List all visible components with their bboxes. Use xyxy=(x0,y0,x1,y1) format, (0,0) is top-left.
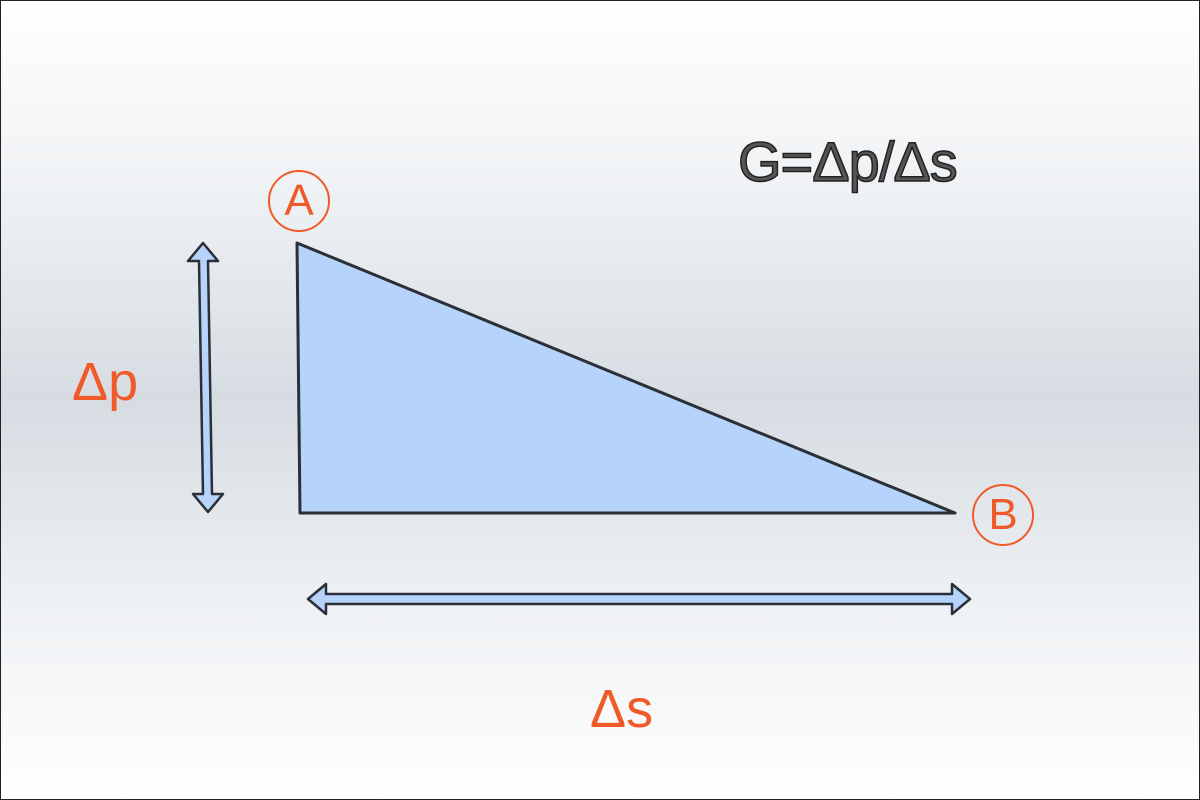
delta-s-arrow xyxy=(306,582,972,616)
delta-p-label: Δp xyxy=(72,352,139,412)
point-b-label: B xyxy=(988,490,1018,539)
point-a-label: A xyxy=(284,176,314,225)
delta-s-label: Δs xyxy=(590,679,654,739)
gradient-formula: G=Δp/Δs xyxy=(737,130,958,193)
delta-p-arrow xyxy=(186,241,225,514)
point-a-marker: A xyxy=(268,170,330,232)
point-b-marker: B xyxy=(972,484,1034,546)
gradient-triangle xyxy=(295,241,957,515)
